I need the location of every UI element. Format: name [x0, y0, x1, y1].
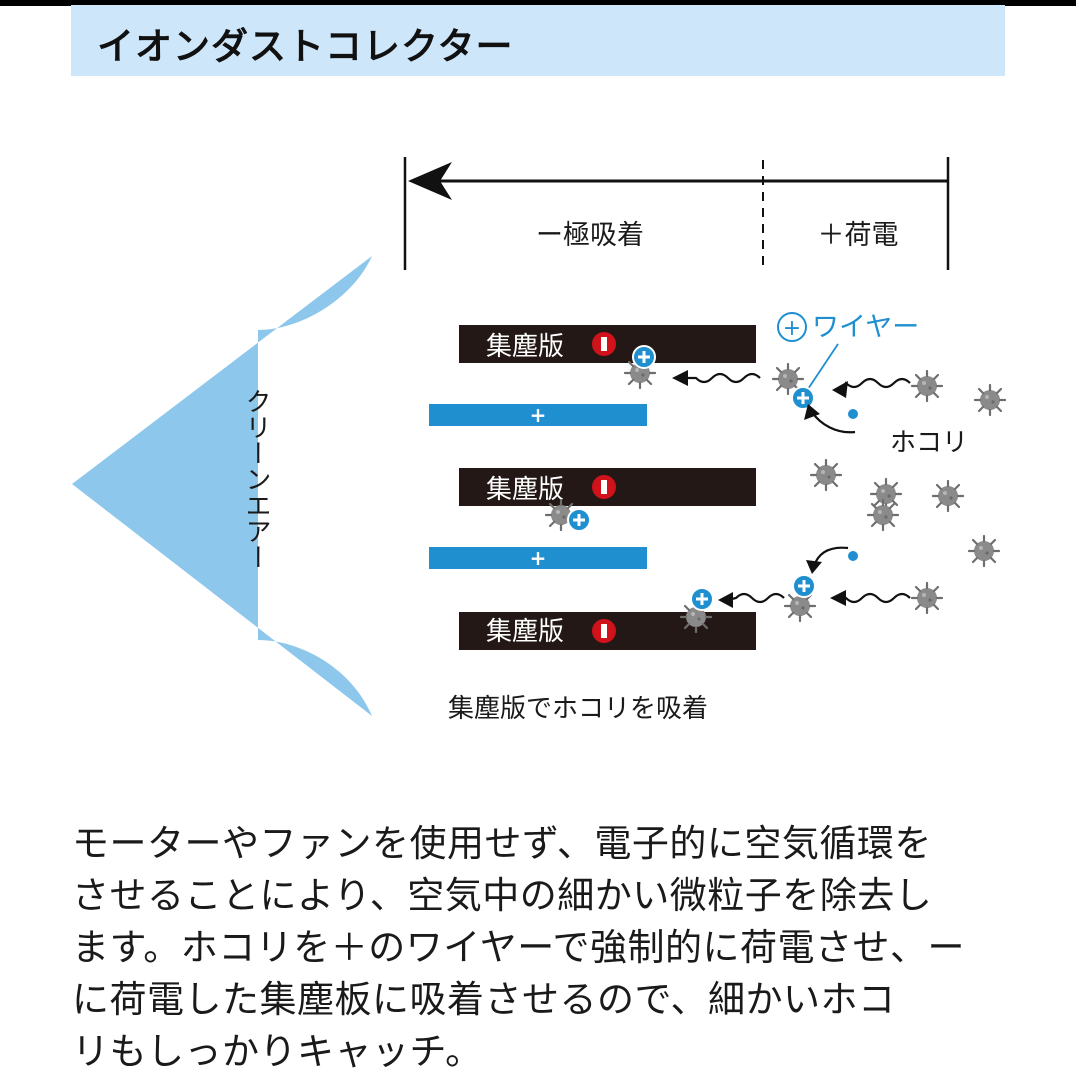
svg-text:集塵版: 集塵版: [486, 475, 564, 505]
description-line: に荷電した集塵板に吸着させるので、細かいホコ: [72, 978, 896, 1021]
collector-plate: 集塵版: [459, 612, 756, 650]
collector-plate: 集塵版: [459, 325, 756, 363]
description-line: リもしっかりキャッチ。: [72, 1030, 483, 1073]
flow-direction-arrow: [403, 157, 950, 272]
zone-positive-label: ＋荷電: [818, 220, 899, 251]
dust-label: ホコリ: [890, 428, 968, 458]
positive-plate: +: [429, 546, 647, 570]
ion-dot: [848, 409, 858, 419]
positive-plate: +: [429, 403, 647, 427]
diagram-caption: 集塵版でホコリを吸着: [448, 694, 708, 724]
clean-air-label: クリーンエアー: [241, 388, 271, 570]
wire-label: + ワイヤー: [777, 312, 919, 393]
svg-text:ワイヤー: ワイヤー: [812, 312, 919, 343]
negative-charge-icon: [592, 332, 616, 356]
arrow-heads: [672, 370, 848, 608]
ion-dust-collector-diagram: クリーンエアー ー極吸着 ＋荷電 集塵版 集塵版 集塵版 + + + ワイヤー: [72, 157, 1007, 724]
description-line: させることにより、空気中の細かい微粒子を除去し: [72, 874, 933, 917]
svg-text:+: +: [530, 546, 547, 570]
page-title: イオンダストコレクター: [97, 25, 514, 68]
svg-text:+: +: [530, 403, 547, 427]
description-line: ます。ホコリを＋のワイヤーで強制的に荷電させ、ー: [72, 926, 965, 969]
negative-charge-icon: [592, 619, 616, 643]
description-line: モーターやファンを使用せず、電子的に空気循環を: [72, 822, 932, 865]
ion-dot: [848, 551, 858, 561]
collector-plate: 集塵版: [459, 468, 756, 506]
top-border: [0, 0, 1076, 6]
svg-text:集塵版: 集塵版: [486, 617, 564, 647]
description-text: モーターやファンを使用せず、電子的に空気循環を させることにより、空気中の細かい…: [72, 818, 1032, 1078]
clean-air-arrow: [72, 256, 372, 716]
svg-text:集塵版: 集塵版: [486, 332, 564, 362]
svg-text:+: +: [783, 316, 801, 341]
zone-negative-label: ー極吸着: [536, 220, 644, 251]
section-header: イオンダストコレクター: [71, 5, 1005, 76]
negative-charge-icon: [592, 475, 616, 499]
